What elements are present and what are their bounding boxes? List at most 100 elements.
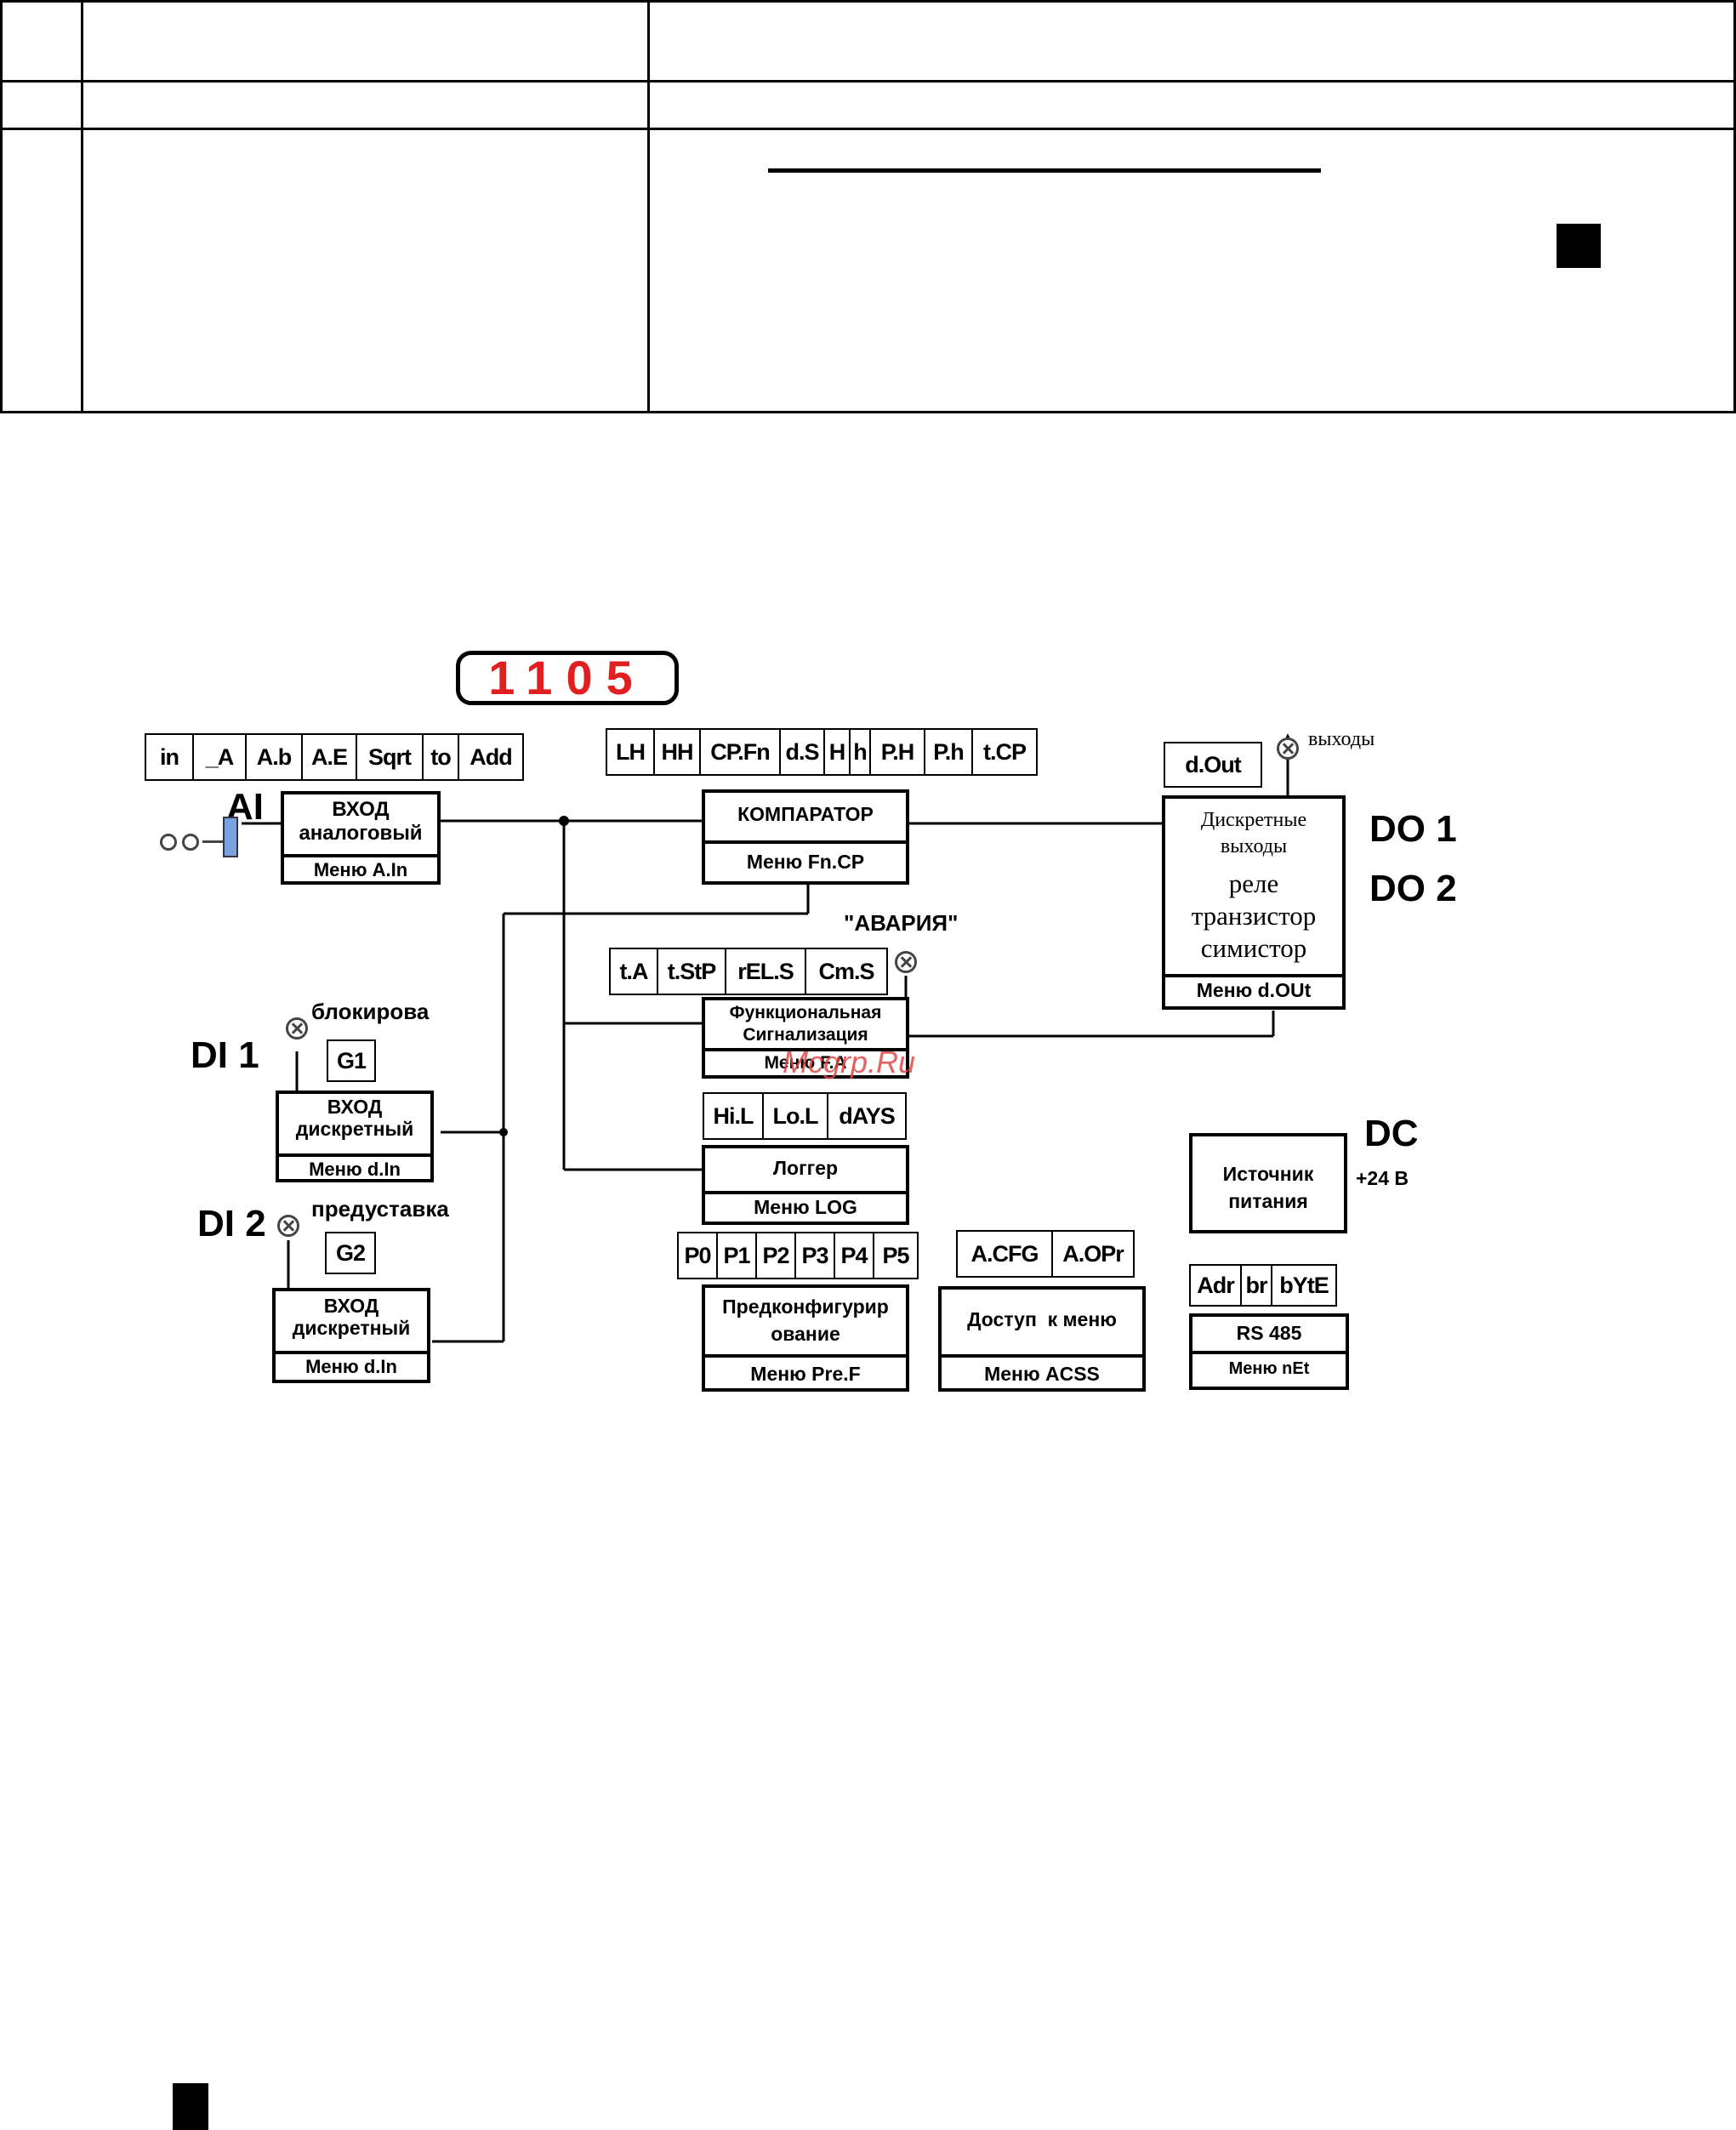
access-param-cells: A.CFG A.OPr xyxy=(956,1230,1135,1278)
ai-block[interactable]: ВХОД аналоговый Меню A.In xyxy=(281,791,441,885)
outputs-menu: Меню d.OUt xyxy=(1196,979,1312,1001)
divider xyxy=(942,1354,1142,1358)
comparator-cell[interactable]: P.H xyxy=(871,730,925,774)
di1-block[interactable]: ВХОД дискретный Меню d.In xyxy=(276,1091,434,1182)
di2-block[interactable]: ВХОД дискретный Меню d.In xyxy=(272,1288,430,1383)
power-title: Источник питания xyxy=(1222,1163,1314,1213)
comparator-cell[interactable]: HH xyxy=(655,730,701,774)
divider xyxy=(705,1048,906,1051)
underline-rule xyxy=(768,168,1321,173)
logger-cell[interactable]: dAYS xyxy=(839,1102,896,1129)
ai-cell[interactable]: _A xyxy=(194,735,247,779)
table-row-line-1 xyxy=(0,80,1736,83)
comparator-cell[interactable]: P.h xyxy=(925,730,973,774)
di2-cell[interactable]: G2 xyxy=(335,1239,366,1266)
di1-menu: Меню d.In xyxy=(309,1159,401,1180)
divider xyxy=(279,1153,430,1157)
access-cell[interactable]: A.CFG xyxy=(958,1232,1053,1276)
ai-cell[interactable]: A.b xyxy=(247,735,303,779)
preconfig-cell[interactable]: P3 xyxy=(796,1233,835,1278)
alarm-cell[interactable]: rEL.S xyxy=(726,949,806,994)
network-menu: Меню nEt xyxy=(1228,1359,1310,1378)
network-cell[interactable]: br xyxy=(1242,1266,1272,1305)
alarm-cell[interactable]: t.StP xyxy=(658,949,726,994)
ai-param-cells: in _A A.b A.E Sqrt to Add xyxy=(145,733,524,781)
logger-cell[interactable]: Lo.L xyxy=(764,1094,828,1138)
preconfig-cell[interactable]: P0 xyxy=(679,1233,718,1278)
table-border-right xyxy=(1733,0,1736,413)
outputs-label: выходы xyxy=(1308,728,1375,750)
ai-menu: Меню A.In xyxy=(313,859,408,880)
di2-label: DI 2 xyxy=(197,1203,266,1244)
table-border-left xyxy=(0,0,3,413)
comparator-cell[interactable]: d.S xyxy=(781,730,825,774)
table-col-line-2 xyxy=(647,0,650,413)
comparator-param-cells: LH HH CP.Fn d.S H h P.H P.h t.CP xyxy=(606,728,1038,776)
preconfig-param-cells: P0 P1 P2 P3 P4 P5 xyxy=(677,1232,919,1279)
alarm-menu: Меню F.A xyxy=(764,1053,847,1073)
watermark: Mcgrp.Ru xyxy=(783,1045,916,1079)
ai-cell[interactable]: to xyxy=(424,735,459,779)
network-cell[interactable]: bYtE xyxy=(1279,1272,1329,1298)
divider xyxy=(276,1351,427,1354)
logger-param-cells: Hi.L Lo.L dAYS xyxy=(703,1092,907,1140)
preconfig-cell[interactable]: P4 xyxy=(835,1233,874,1278)
comparator-cell[interactable]: CP.Fn xyxy=(701,730,781,774)
di2-menu: Меню d.In xyxy=(305,1356,397,1377)
junction-dot xyxy=(559,816,569,826)
black-square-bottom xyxy=(173,2083,208,2130)
outputs-param-cells: d.Out xyxy=(1164,742,1262,788)
display-panel: 1105 xyxy=(456,651,679,705)
ai-cell[interactable]: Sqrt xyxy=(357,735,424,779)
access-menu: Меню ACSS xyxy=(984,1363,1100,1385)
network-block[interactable]: RS 485 Меню nEt xyxy=(1189,1313,1349,1390)
divider xyxy=(1165,974,1342,977)
logger-menu: Меню LOG xyxy=(754,1196,857,1218)
network-cell[interactable]: Adr xyxy=(1191,1266,1242,1305)
divider xyxy=(705,840,906,844)
comparator-block[interactable]: КОМПАРАТОР Меню Fn.CP xyxy=(702,789,909,885)
table-border-top xyxy=(0,0,1736,3)
outputs-title: Дискретные выходы xyxy=(1200,809,1307,858)
divider xyxy=(1192,1351,1346,1354)
sensor-icon xyxy=(153,817,238,859)
comparator-cell[interactable]: LH xyxy=(607,730,655,774)
outputs-cell[interactable]: d.Out xyxy=(1185,751,1241,777)
logger-cell[interactable]: Hi.L xyxy=(704,1094,764,1138)
table-border-bottom xyxy=(0,411,1736,413)
outputs-line-transistor: транзистор xyxy=(1191,901,1317,931)
logger-title: Логгер xyxy=(772,1157,839,1179)
ai-cell[interactable]: Add xyxy=(470,743,512,770)
network-param-cells: Adr br bYtE xyxy=(1189,1264,1337,1307)
ai-cell[interactable]: A.E xyxy=(303,735,357,779)
table-col-line-1 xyxy=(81,0,83,413)
alarm-cell[interactable]: t.A xyxy=(611,949,658,994)
ai-title: ВХОД аналоговый xyxy=(299,798,423,845)
preconfig-cell[interactable]: P5 xyxy=(882,1242,909,1268)
black-square-marker xyxy=(1557,224,1601,268)
comparator-cell[interactable]: H xyxy=(825,730,851,774)
power-label: DC xyxy=(1364,1113,1419,1154)
alarm-label: "АВАРИЯ" xyxy=(844,910,959,936)
comparator-cell[interactable]: h xyxy=(851,730,871,774)
power-block[interactable]: Источник питания xyxy=(1189,1133,1347,1233)
comparator-menu: Меню Fn.CP xyxy=(746,851,865,873)
alarm-title: Функциональная Сигнализация xyxy=(729,1003,882,1045)
logger-block[interactable]: Логгер Меню LOG xyxy=(702,1145,909,1225)
alarm-terminal-icon xyxy=(895,951,917,973)
outputs-block[interactable]: Дискретные выходы реле транзистор симист… xyxy=(1162,795,1346,1010)
alarm-cell[interactable]: Cm.S xyxy=(818,958,874,984)
di1-param-cells: G1 xyxy=(327,1039,376,1082)
divider xyxy=(284,854,437,857)
di1-note: блокирова xyxy=(311,999,430,1024)
ai-cell[interactable]: in xyxy=(146,735,194,779)
alarm-block[interactable]: Функциональная Сигнализация Меню F.A xyxy=(702,997,909,1079)
access-block[interactable]: Доступ к меню Меню ACSS xyxy=(938,1286,1146,1392)
preconfig-cell[interactable]: P2 xyxy=(757,1233,796,1278)
preconfig-cell[interactable]: P1 xyxy=(718,1233,757,1278)
access-cell[interactable]: A.OPr xyxy=(1062,1240,1124,1267)
di1-cell[interactable]: G1 xyxy=(336,1047,367,1074)
power-voltage: +24 В xyxy=(1356,1167,1409,1189)
preconfig-block[interactable]: Предконфигурир ование Меню Pre.F xyxy=(702,1284,909,1392)
comparator-cell[interactable]: t.CP xyxy=(983,738,1027,765)
